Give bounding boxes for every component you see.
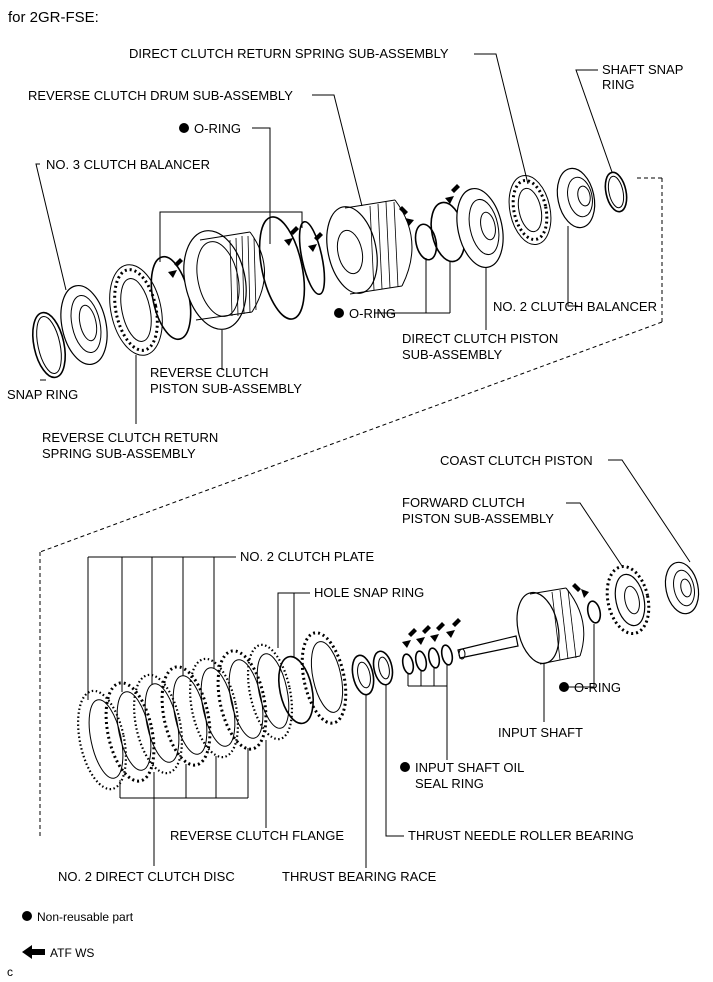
non-reusable-dot-icon <box>22 911 32 921</box>
label-hole-snap-ring: HOLE SNAP RING <box>314 585 424 600</box>
forward-clutch-piston-part <box>605 564 651 636</box>
direct-clutch-piston-part <box>456 188 504 268</box>
input-shaft-oil-seal-ring-part <box>401 644 454 675</box>
label-reverse-clutch-piston-1: REVERSE CLUTCH <box>150 365 268 380</box>
legend: Non-reusable part ATF WS c <box>7 910 134 979</box>
label-no2-clutch-balancer: NO. 2 CLUTCH BALANCER <box>493 299 657 314</box>
leader-lines-bottom <box>87 459 691 868</box>
label-input-shaft: INPUT SHAFT <box>498 725 583 740</box>
label-o-ring-lower: O-RING <box>574 680 621 695</box>
label-o-ring-mid: O-RING <box>349 306 396 321</box>
o-ring-part <box>258 216 306 320</box>
coast-clutch-piston-part <box>664 561 700 615</box>
diagram-title: for 2GR-FSE: <box>8 9 99 26</box>
reverse-clutch-flange-part <box>246 643 294 741</box>
non-reusable-dot-icon <box>334 308 344 318</box>
hole-snap-ring-part <box>278 655 314 725</box>
no3-clutch-balancer-part <box>60 285 108 365</box>
label-snap-ring: SNAP RING <box>7 387 78 402</box>
direct-clutch-return-spring-part <box>508 175 552 245</box>
label-thrust-needle-roller-bearing: THRUST NEEDLE ROLLER BEARING <box>408 828 634 843</box>
atf-arrow-icon <box>22 945 45 959</box>
atf-arrow-icon <box>402 583 589 648</box>
label-coast-clutch-piston: COAST CLUTCH PISTON <box>440 453 593 468</box>
label-reverse-clutch-return-spring-2: SPRING SUB-ASSEMBLY <box>42 446 196 461</box>
label-o-ring-top: O-RING <box>194 121 241 136</box>
label-forward-clutch-piston-2: PISTON SUB-ASSEMBLY <box>402 511 554 526</box>
part-labels: DIRECT CLUTCH RETURN SPRING SUB-ASSEMBLY… <box>7 46 683 884</box>
clutch-flange-part <box>300 631 348 725</box>
thrust-bearing-race-part <box>351 654 375 696</box>
leader-lines-top <box>35 53 613 424</box>
non-reusable-dot-icon <box>179 123 189 133</box>
label-reverse-clutch-flange: REVERSE CLUTCH FLANGE <box>170 828 344 843</box>
label-direct-clutch-return-spring: DIRECT CLUTCH RETURN SPRING SUB-ASSEMBLY <box>129 46 449 61</box>
label-input-shaft-oil-seal-1: INPUT SHAFT OIL <box>415 760 524 775</box>
legend-atf: ATF WS <box>50 946 94 960</box>
figure-code: c <box>7 965 13 979</box>
label-no2-clutch-plate: NO. 2 CLUTCH PLATE <box>240 549 374 564</box>
label-input-shaft-oil-seal-2: SEAL RING <box>415 776 484 791</box>
clutch-pack-part <box>77 649 268 791</box>
snap-ring-part <box>32 311 66 379</box>
label-reverse-clutch-drum: REVERSE CLUTCH DRUM SUB-ASSEMBLY <box>28 88 293 103</box>
label-direct-clutch-piston-2: SUB-ASSEMBLY <box>402 347 503 362</box>
reverse-clutch-piston-part <box>183 230 265 330</box>
shaft-snap-ring-part <box>604 171 628 213</box>
section-boundary <box>39 177 663 838</box>
no2-clutch-balancer-part <box>556 167 596 229</box>
label-thrust-bearing-race: THRUST BEARING RACE <box>282 869 437 884</box>
o-ring-part <box>414 223 438 261</box>
o-ring-part <box>298 220 326 296</box>
label-no2-direct-clutch-disc: NO. 2 DIRECT CLUTCH DISC <box>58 869 235 884</box>
label-reverse-clutch-return-spring-1: REVERSE CLUTCH RETURN <box>42 430 218 445</box>
label-reverse-clutch-piston-2: PISTON SUB-ASSEMBLY <box>150 381 302 396</box>
o-ring-part <box>586 600 602 624</box>
thrust-needle-roller-bearing-part <box>372 650 394 686</box>
label-forward-clutch-piston-1: FORWARD CLUTCH <box>402 495 525 510</box>
reverse-clutch-return-spring-part <box>109 264 163 356</box>
legend-non-reusable: Non-reusable part <box>37 910 134 924</box>
atf-arrow-icon <box>168 184 460 278</box>
label-shaft-snap-ring-1: SHAFT SNAP <box>602 62 683 77</box>
label-direct-clutch-piston-1: DIRECT CLUTCH PISTON <box>402 331 558 346</box>
reverse-clutch-drum-part <box>326 199 413 295</box>
label-no3-clutch-balancer: NO. 3 CLUTCH BALANCER <box>46 157 210 172</box>
non-reusable-dot-icon <box>400 762 410 772</box>
label-shaft-snap-ring-2: RING <box>602 77 635 92</box>
input-shaft-part <box>457 587 585 665</box>
non-reusable-dot-icon <box>559 682 569 692</box>
